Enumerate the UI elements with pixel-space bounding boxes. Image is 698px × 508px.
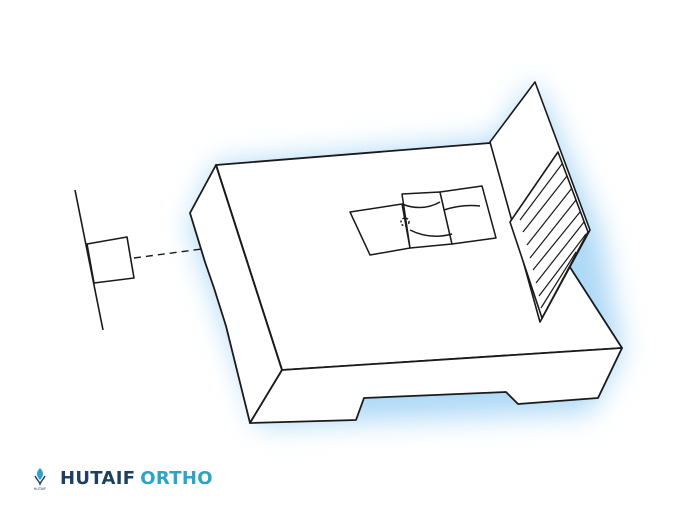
logo-small-text: HUTAIF	[34, 487, 48, 491]
hutaif-logo-icon: HUTAIF	[34, 468, 48, 491]
patient-limb	[349, 185, 497, 256]
brand-name-primary: HUTAIF	[60, 468, 136, 489]
detector-box	[86, 236, 135, 284]
focus-point	[400, 217, 410, 227]
table-front-face	[249, 347, 623, 424]
table-edge-line	[215, 164, 283, 371]
detector-plate-line	[74, 189, 104, 331]
brand-name-secondary: ORTHO	[140, 468, 213, 489]
image-detector	[74, 189, 135, 331]
limb-block-right	[439, 185, 497, 245]
hatch-lines	[519, 163, 587, 309]
x-ray-source-plane	[489, 81, 591, 323]
limb-contour	[401, 201, 481, 237]
